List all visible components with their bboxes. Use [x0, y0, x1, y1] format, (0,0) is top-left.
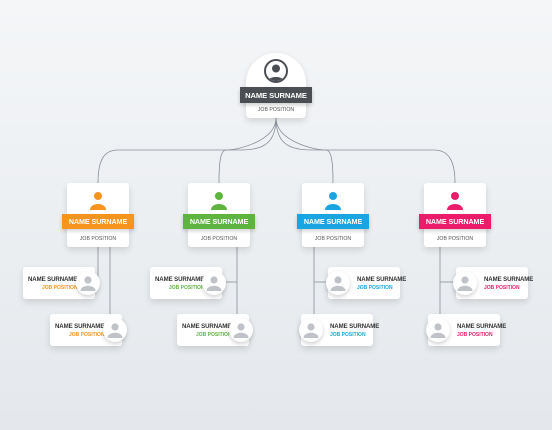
- employee-name: NAME SURNAME: [330, 323, 380, 330]
- employee-job-position: JOB POSITION: [457, 332, 493, 338]
- employee-name: NAME SURNAME: [182, 323, 232, 330]
- manager-name-bar-pink: NAME SURNAME: [419, 214, 491, 229]
- top-job-position: JOB POSITION: [257, 107, 295, 113]
- employee-name: NAME SURNAME: [484, 276, 534, 283]
- top-name-bar: NAME SURNAME: [240, 87, 312, 103]
- employee-job-position: JOB POSITION: [69, 332, 105, 338]
- employee-name: NAME SURNAME: [457, 323, 507, 330]
- person-icon: [453, 271, 477, 295]
- employee-job-position: JOB POSITION: [330, 332, 366, 338]
- employee-job-position: JOB POSITION: [357, 285, 393, 291]
- person-icon: [211, 191, 227, 210]
- person-icon: [90, 191, 106, 210]
- employee-job-position: JOB POSITION: [484, 285, 520, 291]
- person-icon: [76, 271, 100, 295]
- manager-name-bar-green: NAME SURNAME: [183, 214, 255, 229]
- person-icon: [264, 59, 288, 83]
- person-icon: [299, 318, 323, 342]
- person-icon: [229, 318, 253, 342]
- employee-job-position: JOB POSITION: [169, 285, 205, 291]
- person-icon: [202, 271, 226, 295]
- manager-job-position: JOB POSITION: [79, 236, 117, 242]
- employee-name: NAME SURNAME: [155, 276, 205, 283]
- manager-job-position: JOB POSITION: [436, 236, 474, 242]
- manager-job-position: JOB POSITION: [314, 236, 352, 242]
- person-icon: [426, 318, 450, 342]
- person-icon: [103, 318, 127, 342]
- person-icon: [325, 191, 341, 210]
- employee-name: NAME SURNAME: [357, 276, 407, 283]
- manager-job-position: JOB POSITION: [200, 236, 238, 242]
- person-icon: [447, 191, 463, 210]
- employee-name: NAME SURNAME: [55, 323, 105, 330]
- employee-job-position: JOB POSITION: [42, 285, 78, 291]
- employee-name: NAME SURNAME: [28, 276, 78, 283]
- employee-job-position: JOB POSITION: [196, 332, 232, 338]
- manager-name-bar-blue: NAME SURNAME: [297, 214, 369, 229]
- manager-name-bar-orange: NAME SURNAME: [62, 214, 134, 229]
- person-icon: [326, 271, 350, 295]
